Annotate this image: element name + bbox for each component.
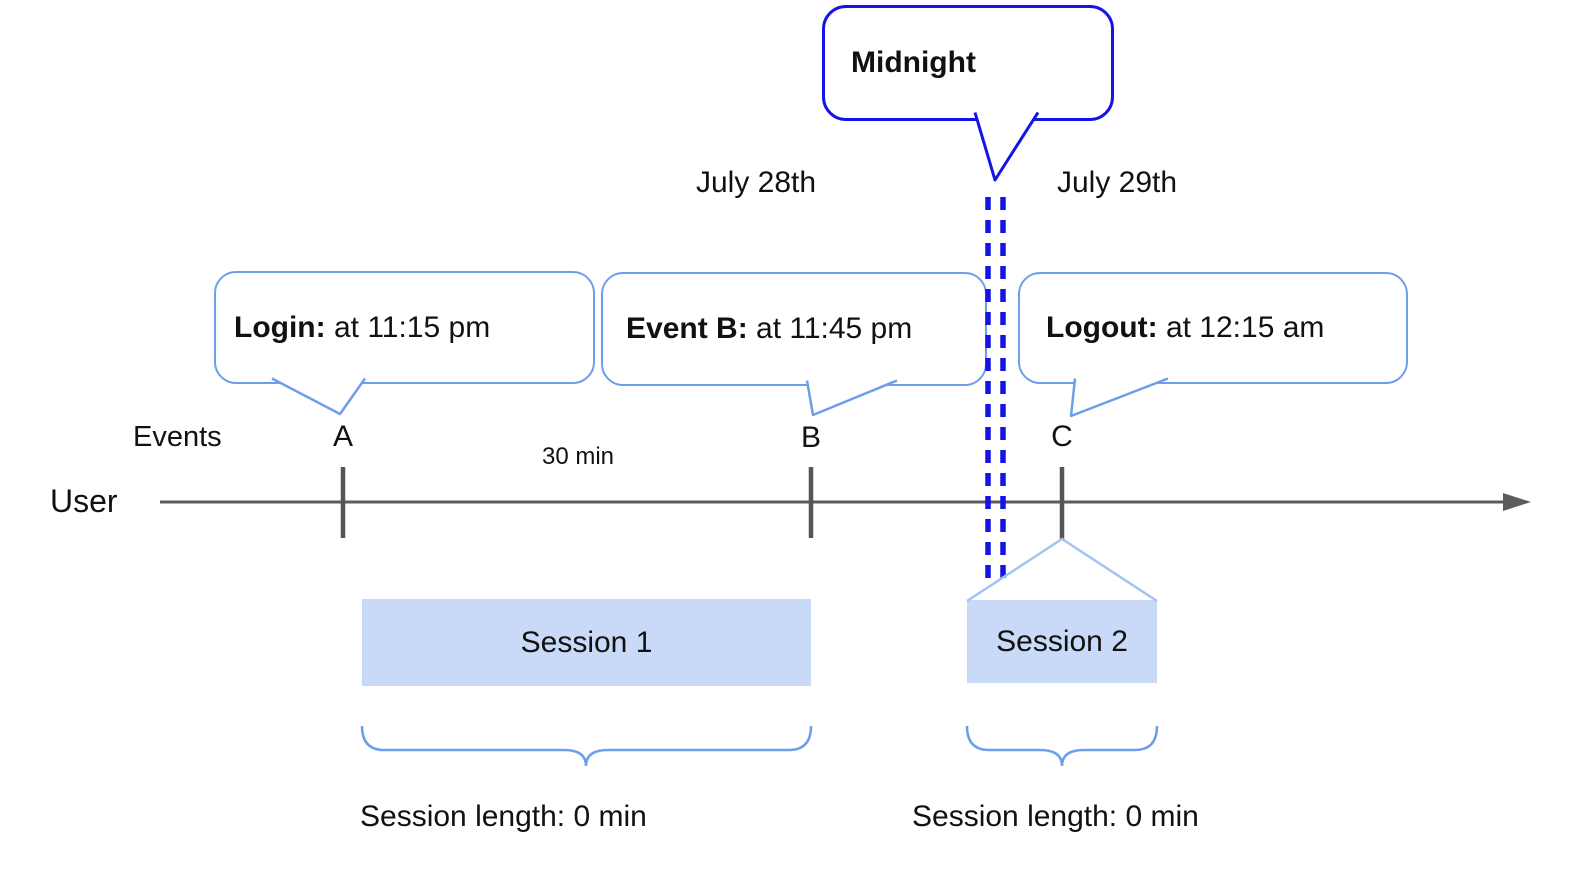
session-2-label: Session 2	[996, 624, 1128, 658]
session-1-label: Session 1	[520, 625, 653, 659]
timeline-arrowhead	[1503, 493, 1531, 511]
user-axis-label: User	[50, 483, 118, 519]
session-2-length-label: Session length: 0 min	[912, 800, 1199, 833]
session-1-length-label: Session length: 0 min	[360, 800, 647, 833]
marker-b: B	[800, 421, 822, 454]
interval-label: 30 min	[541, 443, 615, 470]
callout-midnight: Midnight	[822, 5, 1114, 121]
callout-event-b-label: Event B:	[626, 312, 748, 345]
callout-logout-text: Logout: at 12:15 am	[1046, 311, 1324, 345]
session-2-box: Session 2	[967, 600, 1157, 683]
session-1-box: Session 1	[362, 599, 811, 686]
callout-logout-label: Logout:	[1046, 311, 1158, 344]
callout-login-time: at 11:15 pm	[325, 310, 491, 344]
session-1-brace	[360, 725, 813, 767]
date-july-28: July 28th	[696, 166, 817, 199]
date-july-29: July 29th	[1057, 166, 1178, 199]
callout-login-text: Login: at 11:15 pm	[234, 311, 490, 345]
callout-midnight-label: Midnight	[851, 46, 976, 79]
callout-event-b-text: Event B: at 11:45 pm	[626, 312, 912, 346]
callout-login: Login: at 11:15 pm	[214, 271, 595, 384]
callout-login-label: Login:	[234, 310, 326, 344]
events-axis-label: Events	[133, 421, 222, 453]
marker-a: A	[332, 420, 354, 453]
marker-c: C	[1051, 420, 1073, 453]
callout-event-b: Event B: at 11:45 pm	[601, 272, 987, 386]
callout-logout: Logout: at 12:15 am	[1018, 272, 1408, 384]
session-2-brace	[965, 725, 1159, 767]
logout-callout-tail	[1069, 377, 1169, 418]
midnight-callout-tail	[973, 111, 1040, 182]
session-2-roof-lines	[966, 537, 1158, 603]
callout-event-b-time: at 11:45 pm	[747, 312, 913, 345]
callout-logout-time: at 12:15 am	[1157, 311, 1325, 344]
